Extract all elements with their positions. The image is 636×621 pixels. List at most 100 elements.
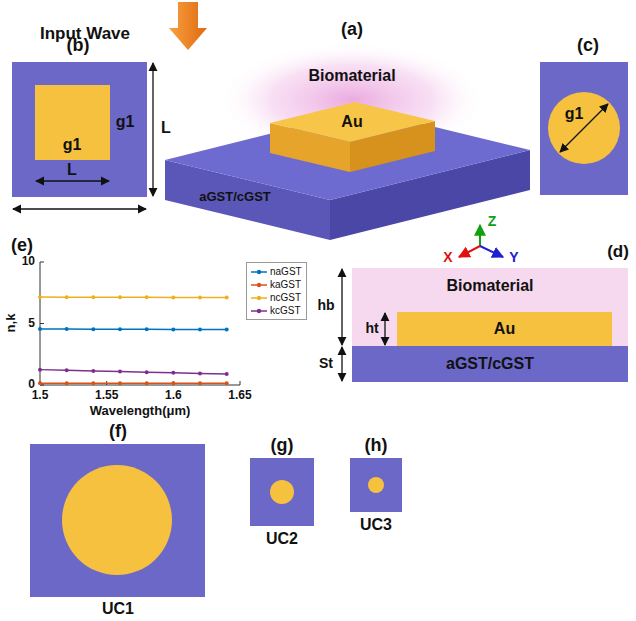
legend-text: kaGST bbox=[270, 279, 301, 290]
data-marker bbox=[198, 327, 202, 331]
data-marker bbox=[171, 381, 175, 385]
figure-label: L bbox=[67, 161, 77, 179]
data-marker bbox=[171, 371, 175, 375]
figure-label: (f) bbox=[109, 422, 127, 442]
layer-label: aGST/cGST bbox=[446, 355, 534, 373]
unit-cell-square bbox=[12, 62, 147, 197]
figure-label: UC3 bbox=[360, 516, 392, 534]
legend-marker bbox=[257, 295, 261, 299]
layer-label: Au bbox=[494, 320, 515, 338]
figure-label: 5 bbox=[28, 317, 35, 330]
data-marker bbox=[65, 381, 69, 385]
figure-label: (e) bbox=[11, 236, 33, 256]
layer-fill bbox=[352, 268, 628, 346]
legend-marker bbox=[257, 308, 261, 312]
figure-label: n,k bbox=[4, 314, 18, 333]
figure-label: St bbox=[319, 356, 333, 371]
data-marker bbox=[225, 381, 229, 385]
legend-row: kaGST bbox=[251, 278, 302, 291]
legend-row: naGST bbox=[251, 265, 302, 278]
legend-text: naGST bbox=[270, 266, 302, 277]
dimension-arrow bbox=[341, 269, 342, 345]
data-marker bbox=[198, 295, 202, 299]
z-axis-arrow bbox=[479, 225, 481, 246]
figure-label: g1 bbox=[116, 113, 135, 131]
figure-label: (a) bbox=[341, 20, 363, 40]
x-axis-arrow bbox=[459, 246, 480, 257]
data-marker bbox=[91, 327, 95, 331]
node-fills bbox=[352, 268, 628, 382]
data-marker bbox=[38, 327, 42, 331]
gold-square bbox=[35, 85, 110, 160]
figure-label: Z bbox=[488, 214, 497, 229]
input-wave-arrow bbox=[169, 2, 207, 50]
layer-fill bbox=[352, 346, 628, 382]
figure-label: 1.6 bbox=[165, 389, 182, 402]
unit-cell-square bbox=[250, 458, 314, 526]
data-marker bbox=[38, 381, 42, 385]
data-marker bbox=[225, 328, 229, 332]
legend-sample bbox=[251, 306, 267, 316]
dimension-arrow bbox=[341, 347, 342, 381]
data-marker bbox=[118, 381, 122, 385]
data-marker bbox=[145, 327, 149, 331]
data-marker bbox=[225, 372, 229, 376]
tick-mark bbox=[240, 381, 241, 385]
data-marker bbox=[38, 368, 42, 372]
nk-chart bbox=[38, 262, 240, 385]
layer-box: BiomaterialAu bbox=[352, 268, 628, 346]
data-marker bbox=[171, 327, 175, 331]
layer-box: Au bbox=[397, 312, 612, 346]
figure-label: 1.5 bbox=[32, 389, 49, 402]
data-marker bbox=[65, 368, 69, 372]
legend-sample bbox=[251, 267, 267, 277]
data-marker bbox=[118, 327, 122, 331]
data-marker bbox=[145, 381, 149, 385]
gold-disk bbox=[548, 92, 620, 164]
layer-box: aGST/cGST bbox=[352, 346, 628, 382]
layer-label: Biomaterial bbox=[446, 277, 533, 295]
figure-label: hb bbox=[317, 298, 334, 313]
y-axis-arrow bbox=[480, 246, 503, 257]
figure-label: (d) bbox=[607, 243, 629, 262]
figure-label: Au bbox=[341, 113, 362, 131]
data-marker bbox=[91, 369, 95, 373]
figure-label: g1 bbox=[63, 136, 82, 154]
figure-label: aGST/cGST bbox=[199, 190, 271, 204]
unit-cell-square bbox=[30, 444, 205, 597]
tick-mark bbox=[40, 323, 44, 324]
data-marker bbox=[65, 327, 69, 331]
chart-legend: naGST kaGST ncGSTkcGST bbox=[246, 262, 307, 320]
figure-label: L bbox=[161, 119, 171, 137]
figure-label: ht bbox=[365, 321, 378, 336]
data-marker bbox=[145, 295, 149, 299]
au-top-face bbox=[270, 102, 435, 142]
legend-sample bbox=[251, 293, 267, 303]
gold-disk bbox=[270, 480, 294, 504]
legend-text: ncGST bbox=[270, 292, 301, 303]
dimension-arrow bbox=[560, 104, 608, 152]
figure-label: g1 bbox=[565, 105, 584, 123]
figure-label: UC2 bbox=[266, 530, 298, 548]
gold-disk bbox=[368, 477, 384, 493]
data-marker bbox=[91, 295, 95, 299]
unit-cell-square bbox=[540, 62, 628, 195]
figure-label: UC1 bbox=[102, 600, 134, 618]
data-marker bbox=[118, 370, 122, 374]
tick-mark bbox=[40, 262, 44, 263]
legend-marker bbox=[257, 282, 261, 286]
data-marker bbox=[145, 370, 149, 374]
figure-label: (g) bbox=[271, 436, 294, 456]
figure-label: Biomaterial bbox=[308, 67, 395, 85]
legend-marker bbox=[257, 269, 261, 273]
data-marker bbox=[171, 295, 175, 299]
x-axis bbox=[40, 385, 240, 386]
data-marker bbox=[91, 381, 95, 385]
legend-row: kcGST bbox=[251, 304, 302, 317]
legend-sample bbox=[251, 280, 267, 290]
gold-disk bbox=[62, 465, 172, 575]
dimension-arrow bbox=[152, 63, 153, 196]
figure-label: X bbox=[443, 250, 452, 265]
figure-label: (h) bbox=[365, 436, 388, 456]
